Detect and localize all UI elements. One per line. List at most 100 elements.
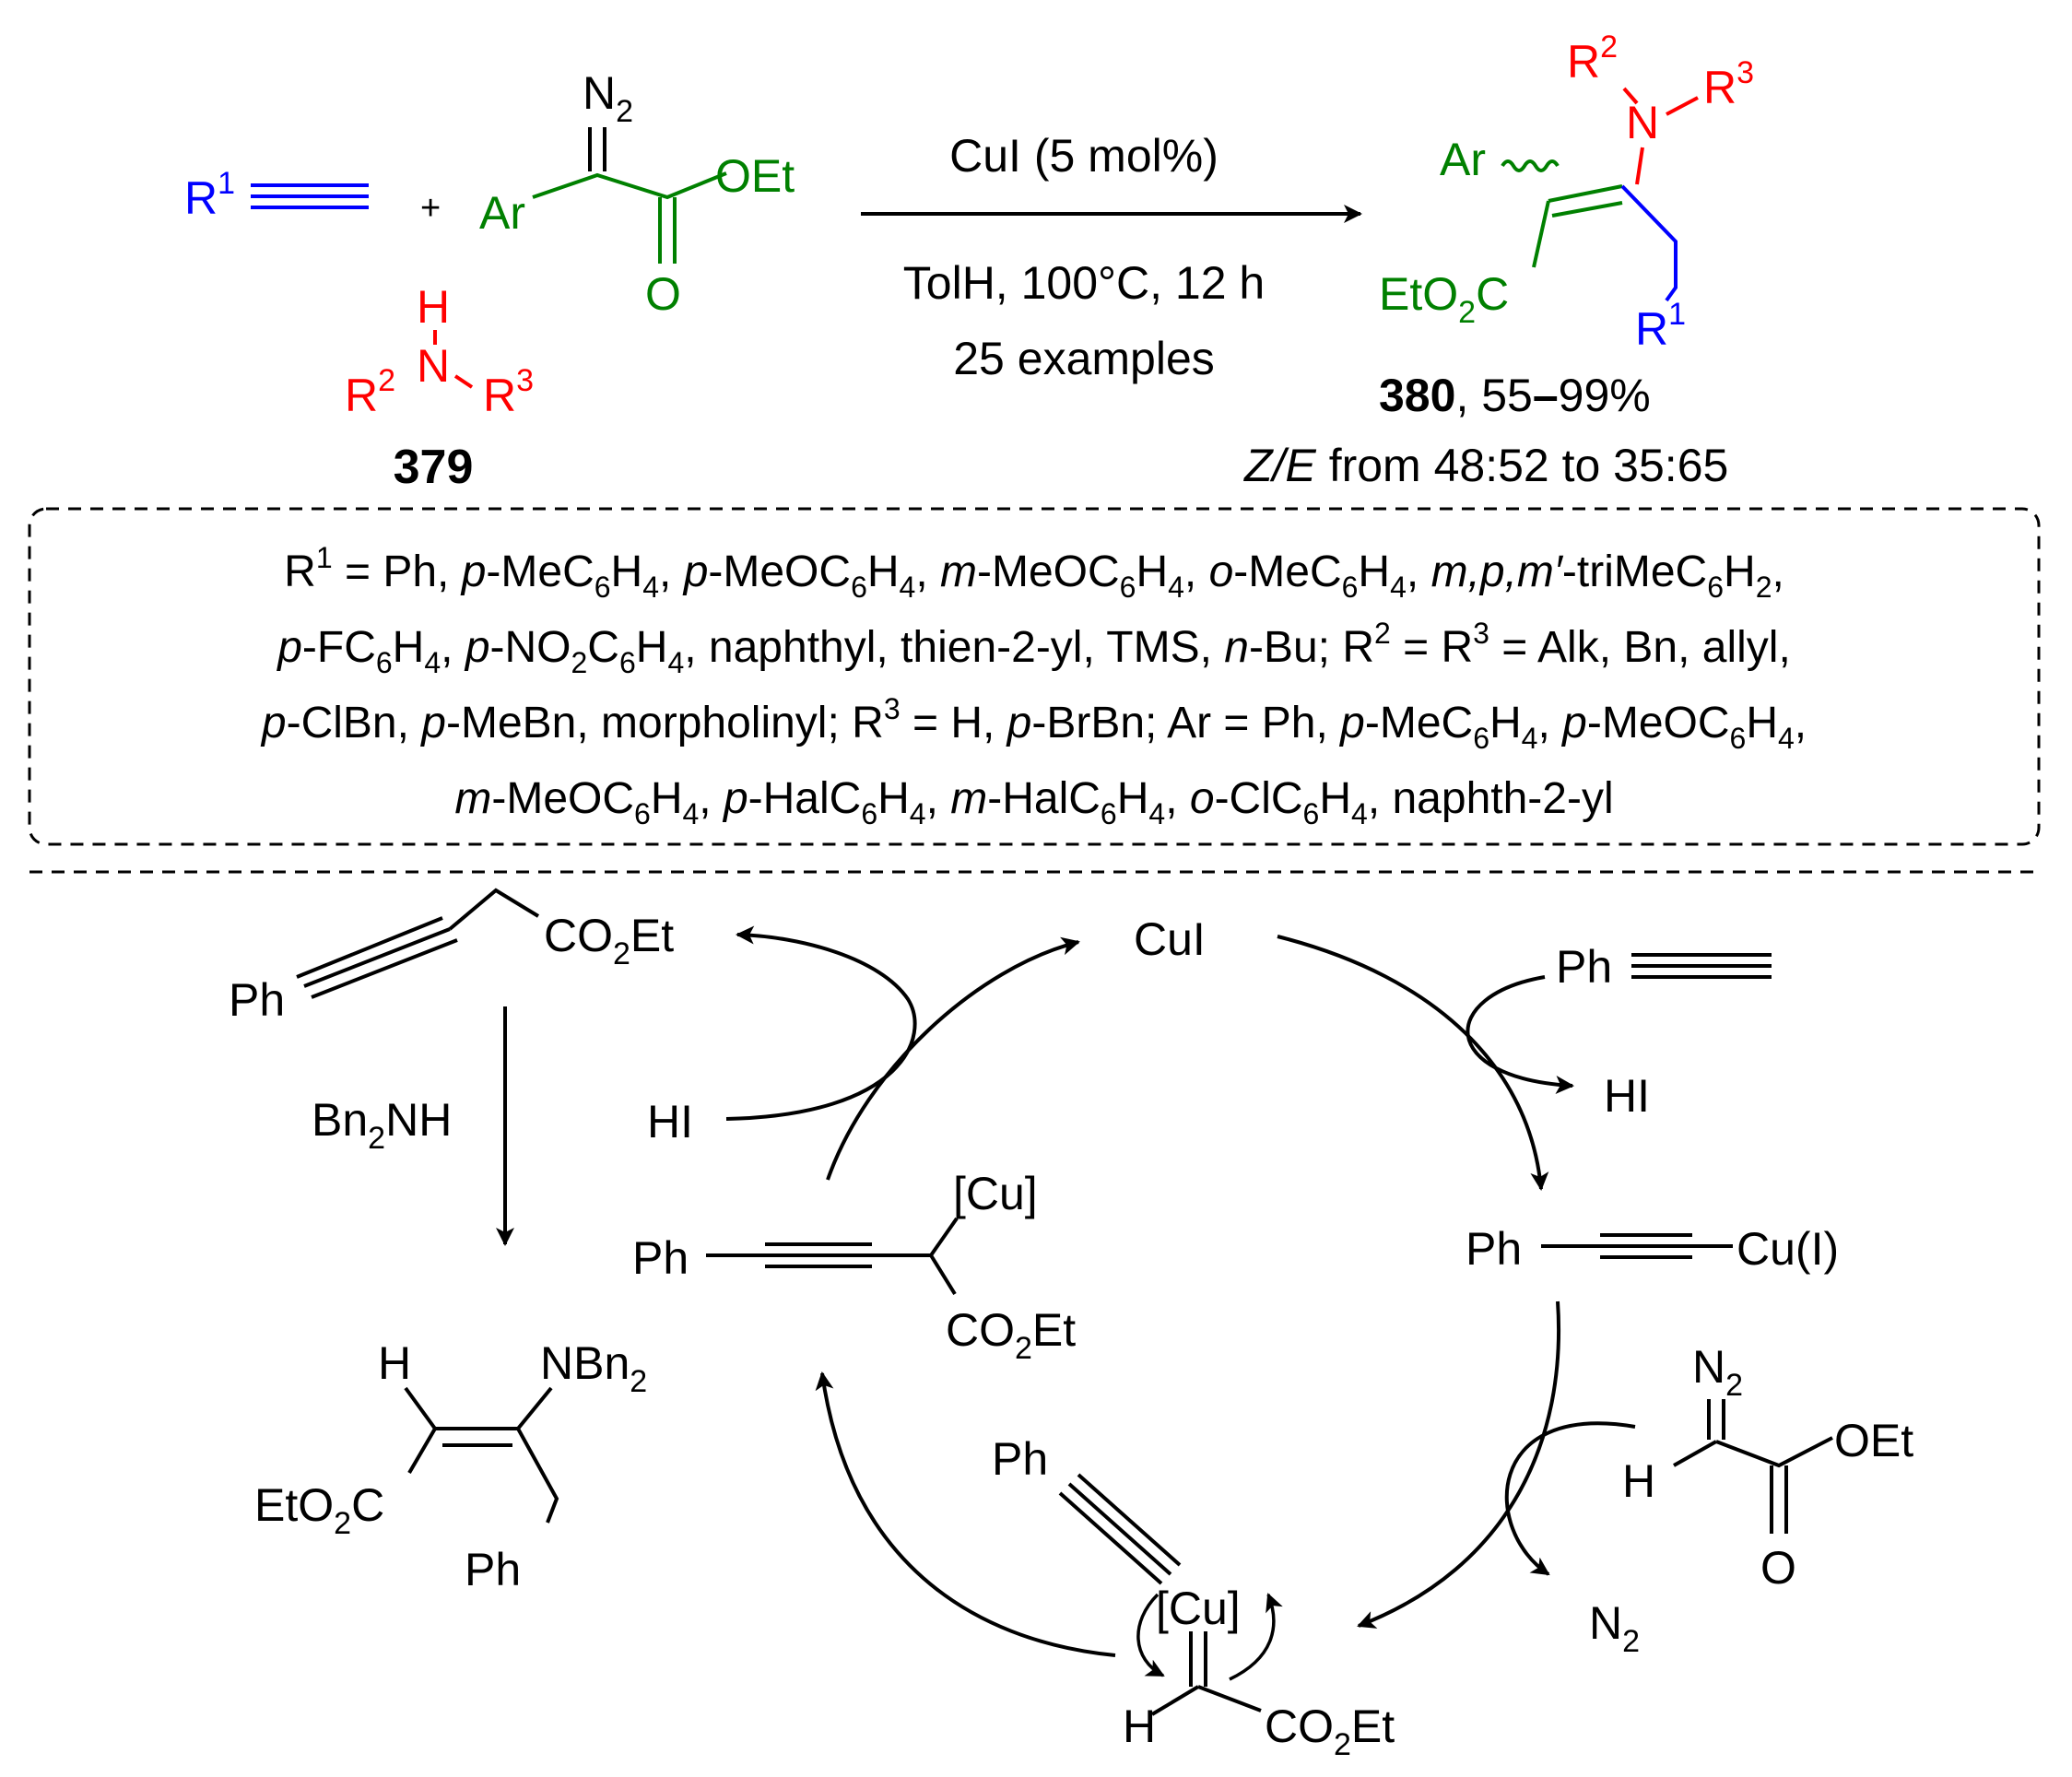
- substituent-run: -BrBn; Ar = Ph,: [1031, 699, 1340, 747]
- reaction-conditions: CuI (5 mol%) TolH, 100°C, 12 h 25 exampl…: [861, 130, 1362, 384]
- bn2nh-label: Bn2NH: [312, 1094, 452, 1156]
- substituent-run: H: [651, 774, 683, 823]
- eda-h-label: H: [1622, 1455, 1655, 1507]
- substituent-run: ,: [1407, 547, 1431, 596]
- substituent-run: ,: [1165, 774, 1190, 823]
- substituent-run: -HalC: [987, 774, 1101, 823]
- substituent-run: H: [867, 547, 900, 596]
- substituent-run: H: [1489, 699, 1522, 747]
- substituent-run: -triMeC: [1562, 547, 1707, 596]
- substituents-line-3: p-ClBn, p-MeBn, morpholinyl; R3 = H, p-B…: [260, 692, 1807, 755]
- product-n-label: N: [1626, 97, 1659, 148]
- substituent-run: 4: [682, 797, 699, 830]
- substituent-run: -MeOC: [708, 547, 851, 596]
- enamine-h-label: H: [378, 1337, 411, 1389]
- substituent-run: m: [940, 547, 977, 596]
- substituent-run: H: [1136, 547, 1168, 596]
- substituents-line-2: p-FC6H4, p-NO2C6H4, naphthyl, thien-2-yl…: [276, 617, 1791, 679]
- substituents-line-4: m-MeOC6H4, p-HalC6H4, m-HalC6H4, o-ClC6H…: [454, 774, 1613, 830]
- substituent-run: 6: [376, 646, 393, 679]
- n2-byproduct-label: N2: [1589, 1597, 1640, 1659]
- substituent-run: H: [1117, 774, 1149, 823]
- substituent-run: , naphthyl, thien-2-yl, TMS,: [684, 623, 1224, 672]
- substituent-run: 4: [1390, 571, 1407, 604]
- eda-o-label: O: [1760, 1542, 1796, 1594]
- side-product-ph-label: Ph: [229, 974, 285, 1026]
- substituent-run: C: [587, 623, 619, 672]
- substituent-run: -ClC: [1215, 774, 1303, 823]
- substituent-run: H: [611, 547, 643, 596]
- substituent-run: p: [464, 623, 490, 672]
- substituent-run: ,: [1772, 547, 1784, 596]
- propargyl-cu-label: [Cu]: [953, 1168, 1038, 1219]
- substituent-run: ,: [659, 547, 684, 596]
- migration-arrow-right: [1229, 1593, 1283, 1681]
- substituent-run: 4: [1778, 722, 1795, 755]
- substituent-run: ,: [1795, 699, 1807, 747]
- substituent-run: ,: [1184, 547, 1209, 596]
- amine-h-label: H: [417, 281, 450, 333]
- diazo-o-label: O: [645, 268, 681, 320]
- substituent-run: ,: [699, 774, 724, 823]
- reactant-diazo-ester: N2 Ar OEt O: [479, 67, 795, 320]
- substituent-run: p: [722, 774, 748, 823]
- substituent-run: p: [419, 699, 446, 747]
- substituent-run: 6: [1101, 797, 1117, 830]
- substituent-run: p: [1338, 699, 1365, 747]
- substituent-run: -MeOC: [491, 774, 634, 823]
- product-r2-label: R2: [1567, 29, 1618, 88]
- migration-arrow-left: [1136, 1593, 1165, 1677]
- ethyl-diazoacetate: N2 H OEt O: [1622, 1341, 1913, 1594]
- substituent-run: p: [682, 547, 709, 596]
- substituent-run: p: [1006, 699, 1032, 747]
- substituent-run: -MeC: [486, 547, 594, 596]
- substituent-run: o: [1190, 774, 1215, 823]
- propargyl-copper-intermediate: [Cu] Ph CO2Et: [632, 1168, 1076, 1366]
- substituents-line-1: R1 = Ph, p-MeC6H4, p-MeOC6H4, m-MeOC6H4,…: [284, 541, 1784, 604]
- substituent-run: 6: [634, 797, 651, 830]
- substituent-run: ,: [926, 774, 951, 823]
- hi-to-side-product-arrow: [725, 925, 917, 1121]
- substituent-run: -MeC: [1365, 699, 1473, 747]
- substituent-run: ,: [441, 623, 465, 672]
- substituent-run: = R: [1391, 623, 1473, 672]
- substituent-run: = Ph,: [333, 547, 462, 596]
- substituent-run: ,: [915, 547, 940, 596]
- substituent-run: 4: [900, 571, 916, 604]
- substituent-run: -NO: [490, 623, 571, 672]
- substituent-run: 4: [424, 646, 441, 679]
- substituent-run: 4: [1148, 797, 1165, 830]
- substituent-run: 4: [910, 797, 926, 830]
- product-ar-label: Ar: [1440, 134, 1486, 185]
- substituent-run: 3: [1473, 617, 1489, 650]
- carbene-to-propargyl-arrow: [815, 1371, 1116, 1657]
- substituent-run: 4: [1522, 722, 1538, 755]
- substituent-run: 1: [316, 541, 333, 574]
- substituent-run: = H,: [901, 699, 1007, 747]
- reactant-alkyne: R1: [184, 166, 369, 224]
- product-yield-label: 380, 55–99%: [1379, 370, 1651, 421]
- substituent-run: 6: [851, 571, 867, 604]
- phenylacetylene-ph-label: Ph: [1556, 941, 1612, 993]
- diazo-ar-label: Ar: [479, 187, 525, 239]
- catalyst-regeneration-arrow: [826, 936, 1080, 1181]
- substituent-run: -Bu; R: [1249, 623, 1374, 672]
- side-product-alkynoate: CO2Et Ph: [229, 888, 674, 1026]
- propargyl-ph-label: Ph: [632, 1232, 689, 1284]
- product-r3-label: R3: [1703, 55, 1754, 113]
- substituent-run: -HalC: [748, 774, 862, 823]
- substituent-run: 6: [1120, 571, 1136, 604]
- substituent-run: 2: [571, 646, 588, 679]
- cui-catalyst-label: CuI: [1134, 913, 1206, 965]
- plus-sign: +: [420, 189, 441, 228]
- substituent-run: -MeBn, morpholinyl; R: [446, 699, 884, 747]
- amine-r3-label: R3: [483, 363, 534, 421]
- substituent-run: , naphth-2-yl: [1368, 774, 1614, 823]
- substituent-run: -MeC: [1233, 547, 1341, 596]
- substituent-run: m: [950, 774, 987, 823]
- acetylide-cu-label: Cu(I): [1736, 1223, 1839, 1275]
- substituent-run: 6: [619, 646, 636, 679]
- amine-n-label: N: [417, 340, 450, 392]
- substituent-run: p: [276, 623, 302, 672]
